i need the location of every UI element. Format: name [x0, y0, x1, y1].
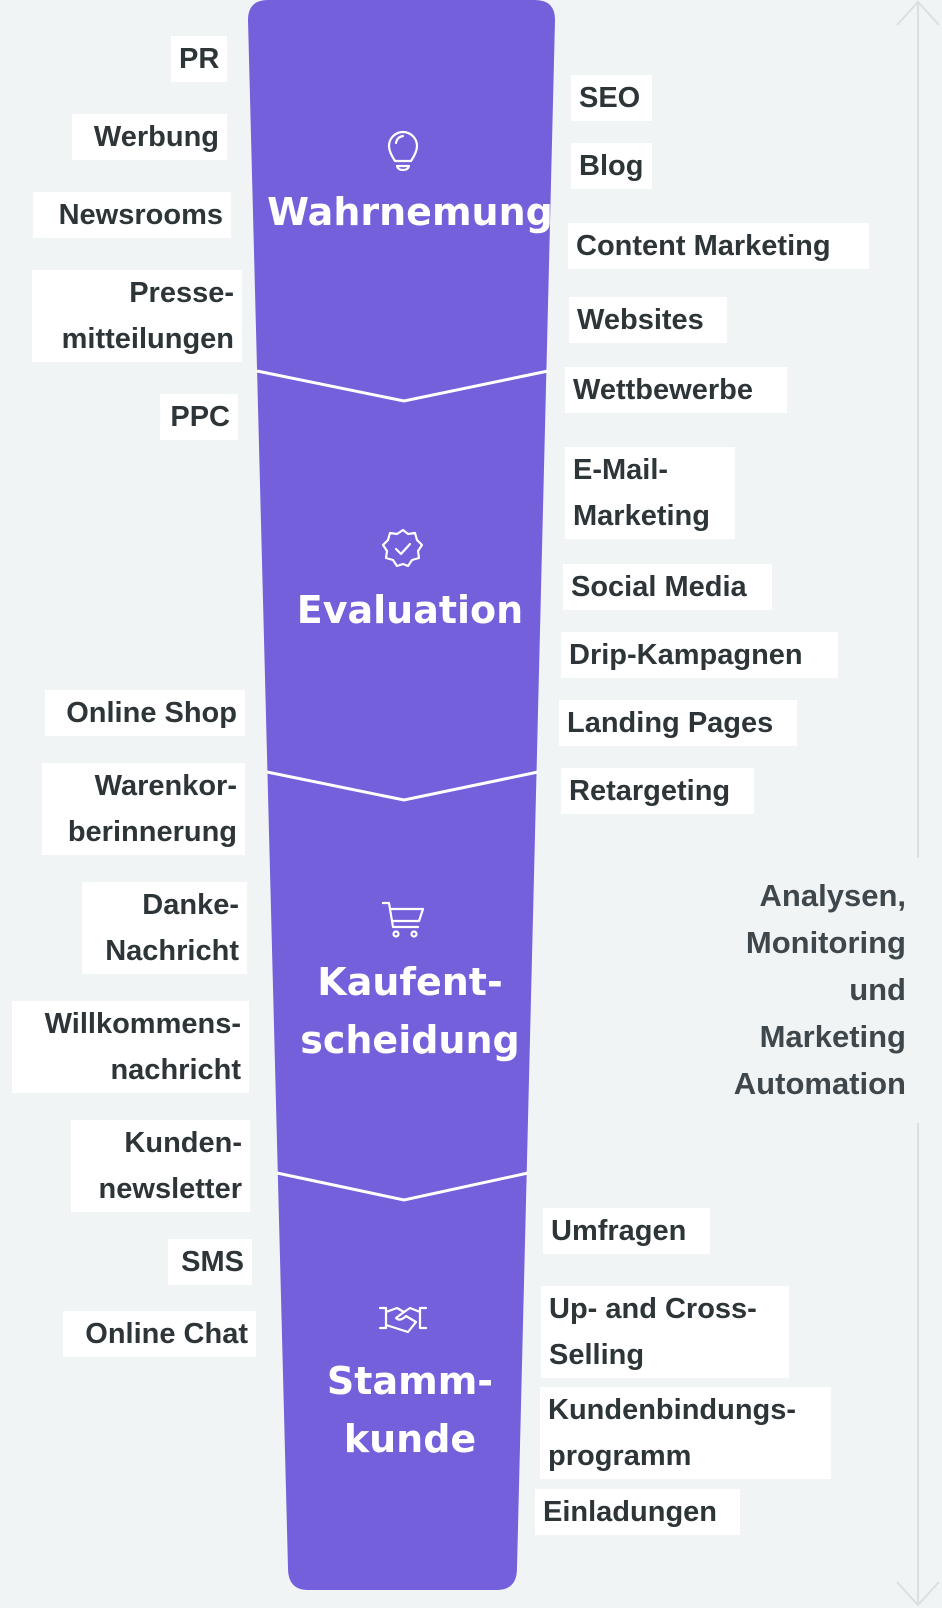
stage-divider: [256, 369, 549, 403]
channel-label: Einladungen: [535, 1489, 740, 1535]
stage-title-evaluation: Evaluation: [296, 588, 524, 632]
channel-label: Social Media: [563, 564, 772, 610]
channel-label: Willkommens- nachricht: [12, 1001, 249, 1093]
channel-label: SEO: [571, 75, 652, 121]
channel-label: Werbung: [72, 114, 227, 160]
channel-label: Wettbewerbe: [565, 367, 787, 413]
channel-label: Danke- Nachricht: [82, 882, 247, 974]
channel-label: Presse- mitteilungen: [32, 270, 242, 362]
channel-label: Kunden- newsletter: [71, 1120, 250, 1212]
channel-label: Content Marketing: [568, 223, 869, 269]
channel-label: PPC: [160, 394, 238, 440]
handshake-icon: [378, 1306, 428, 1334]
channel-label: PR: [171, 36, 227, 82]
channel-label: E-Mail- Marketing: [565, 447, 735, 539]
double-arrow: [896, 0, 940, 1607]
channel-label: Websites: [569, 297, 727, 343]
lightbulb-icon: [387, 130, 419, 172]
shopping-cart-icon: [381, 901, 425, 938]
channel-label: Up- and Cross- Selling: [541, 1286, 789, 1378]
channel-label: Kundenbindungs- programm: [540, 1387, 831, 1479]
channel-label: Drip-Kampagnen: [561, 632, 838, 678]
stage-divider: [266, 770, 539, 802]
channel-label: Umfragen: [543, 1208, 710, 1254]
channel-label: Online Shop: [45, 690, 245, 736]
channel-label: Blog: [571, 143, 652, 189]
stage-divider: [276, 1171, 529, 1202]
funnel-shape: [248, 0, 555, 1590]
channel-label: Landing Pages: [559, 700, 797, 746]
stage-title-awareness: Wahrnemung: [267, 190, 553, 234]
channel-label: SMS: [168, 1239, 252, 1285]
channel-label: Newsrooms: [33, 192, 231, 238]
channel-label: Online Chat: [63, 1311, 256, 1357]
analytics-note: Analysen, Monitoring und Marketing Autom…: [733, 878, 906, 1101]
channel-label: Retargeting: [561, 768, 754, 814]
badge-check-icon: [381, 528, 424, 568]
stage-title-loyal-customer: Stamm- kunde: [326, 1359, 494, 1461]
channel-label: Warenkor- berinnerung: [42, 763, 245, 855]
stage-title-purchase: Kaufent- scheidung: [300, 960, 520, 1062]
